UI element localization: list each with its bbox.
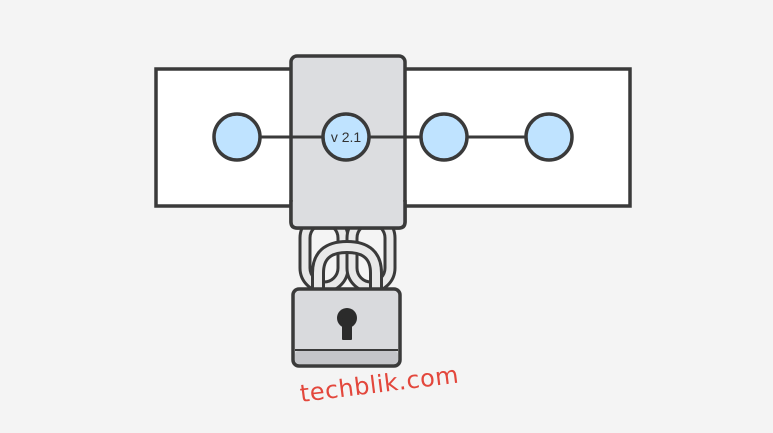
padlock-icon	[291, 287, 402, 368]
version-label: v 2.1	[331, 129, 362, 145]
version-node-4	[524, 112, 574, 162]
padlock-shackle-icon	[311, 239, 383, 296]
keyhole-icon	[337, 308, 357, 340]
version-node-1	[212, 112, 262, 162]
version-node-3	[419, 112, 469, 162]
version-node-locked	[321, 112, 371, 162]
